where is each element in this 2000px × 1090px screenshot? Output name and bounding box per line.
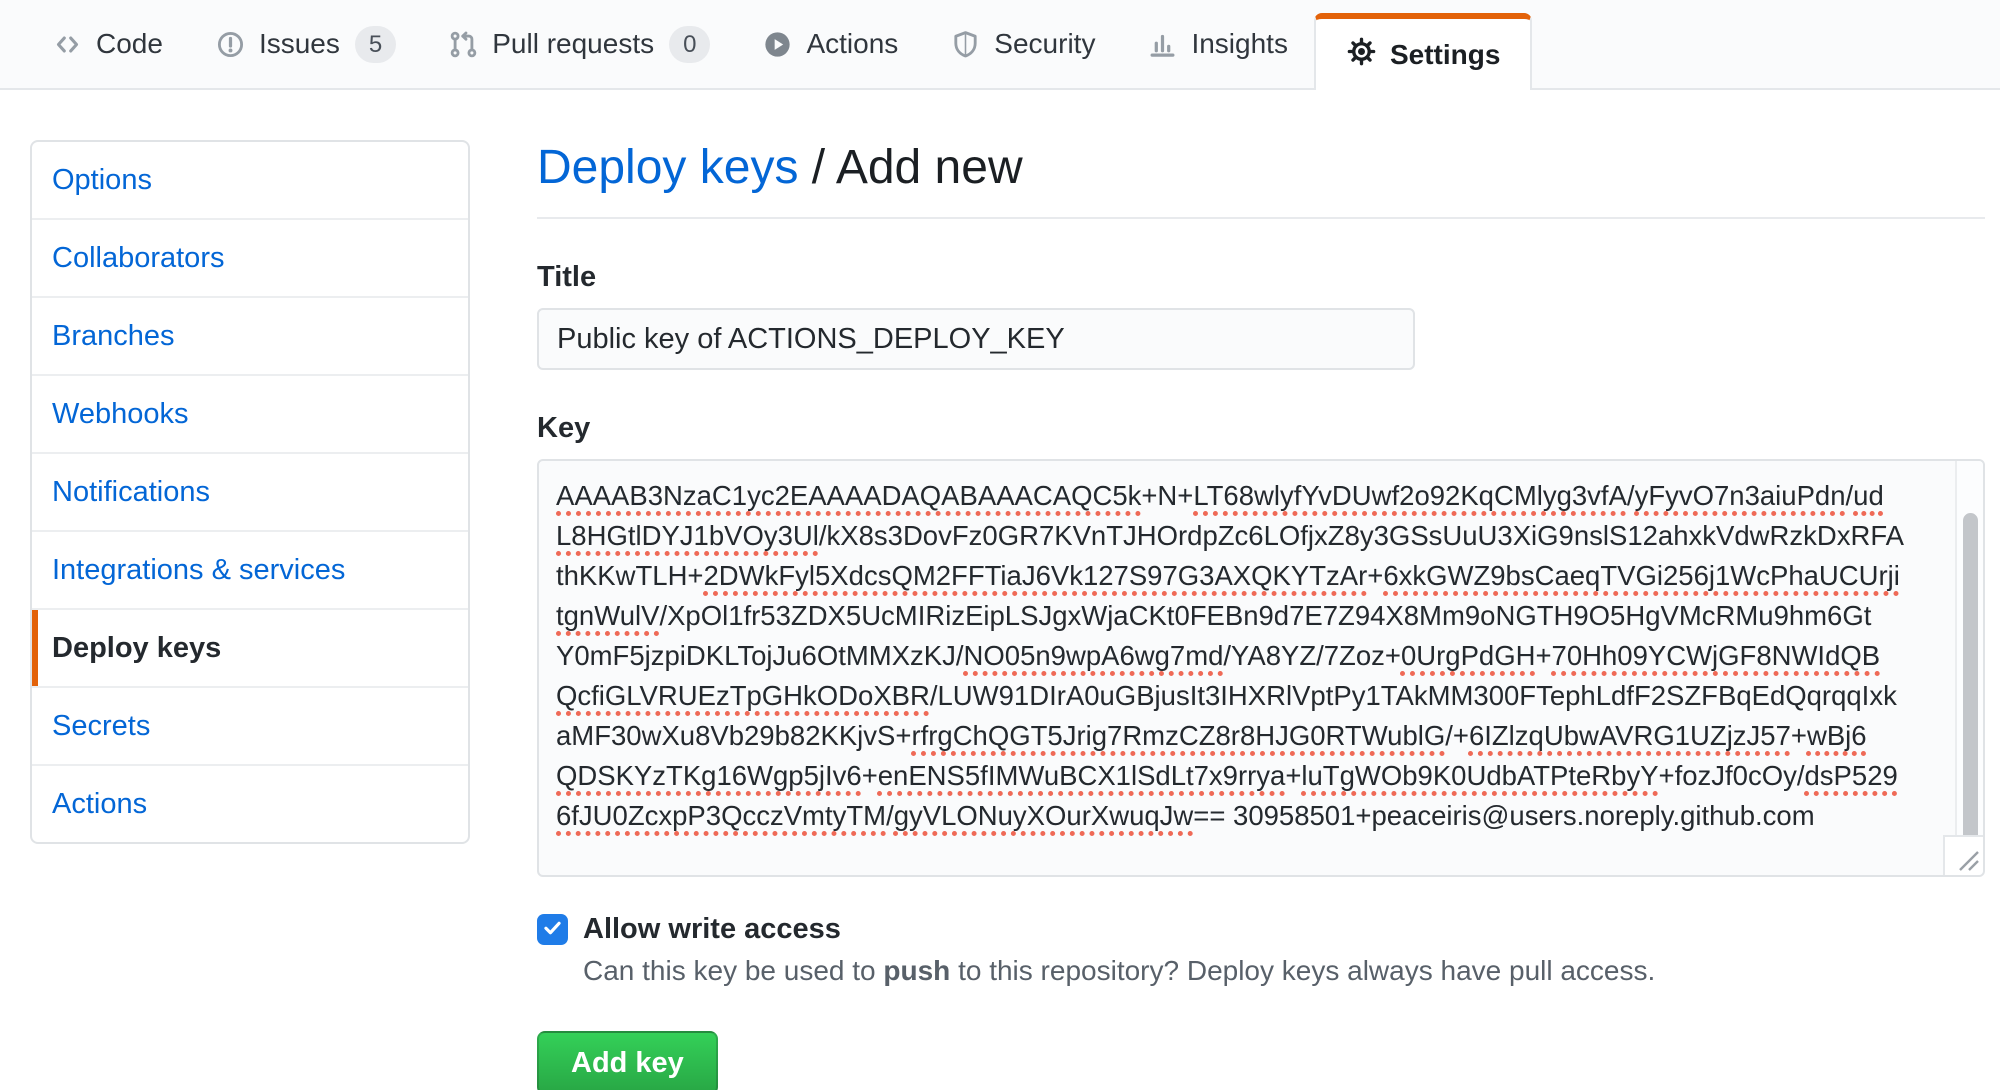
tab-settings[interactable]: Settings xyxy=(1313,13,1533,90)
tab-pull-requests[interactable]: Pull requests 0 xyxy=(422,25,736,63)
graph-icon xyxy=(1147,29,1178,60)
tab-issues-label: Issues xyxy=(258,28,340,59)
sidebar-item-actions[interactable]: Actions xyxy=(32,764,468,842)
tab-security-label: Security xyxy=(994,28,1096,59)
settings-layout: Options Collaborators Branches Webhooks … xyxy=(0,90,2000,1090)
title-field-label: Title xyxy=(537,261,597,293)
sidebar-item-notifications[interactable]: Notifications xyxy=(32,452,468,530)
issues-count-badge: 5 xyxy=(354,25,397,63)
sidebar-item-collaborators[interactable]: Collaborators xyxy=(32,218,468,296)
allow-write-access-label[interactable]: Allow write access xyxy=(583,913,841,945)
tab-code-label: Code xyxy=(96,28,163,59)
key-scrollbar-thumb[interactable] xyxy=(1963,513,1978,843)
sidebar-item-integrations-services[interactable]: Integrations & services xyxy=(32,530,468,608)
sidebar-item-options[interactable]: Options xyxy=(52,164,152,196)
key-field-label: Key xyxy=(537,412,591,444)
breadcrumb: Deploy keys / Add new xyxy=(537,140,1985,219)
tab-actions-label: Actions xyxy=(806,28,899,59)
page-title: Add new xyxy=(835,141,1023,194)
deploy-key-form: Deploy keys / Add new Title Key AAAAB3Nz… xyxy=(537,140,1985,1090)
allow-write-access-checkbox[interactable] xyxy=(537,914,568,945)
description-suffix: to this repository? Deploy keys always h… xyxy=(950,955,1656,986)
add-key-button[interactable]: Add key xyxy=(537,1031,718,1090)
sidebar-item-webhooks[interactable]: Webhooks xyxy=(32,374,468,452)
issue-icon xyxy=(215,29,246,60)
tab-issues[interactable]: Issues 5 xyxy=(189,25,422,63)
checkmark-icon xyxy=(542,917,563,943)
repo-nav: Code Issues 5 Pull requests 0 Actions xyxy=(0,0,2000,90)
shield-icon xyxy=(950,29,981,60)
description-push-word: push xyxy=(883,955,951,986)
sidebar-item-branches[interactable]: Branches xyxy=(32,296,468,374)
code-icon xyxy=(52,29,83,60)
sidebar-item-deploy-keys[interactable]: Deploy keys xyxy=(32,608,468,686)
settings-sidebar: Options Collaborators Branches Webhooks … xyxy=(30,140,470,844)
sidebar-item-secrets[interactable]: Secrets xyxy=(32,686,468,764)
play-icon xyxy=(762,29,793,60)
key-scrollbar-track[interactable] xyxy=(1955,461,1983,875)
gear-icon xyxy=(1346,36,1377,74)
tab-insights[interactable]: Insights xyxy=(1121,28,1314,60)
key-textarea[interactable]: AAAAB3NzaC1yc2EAAAADAQABAAACAQC5k+N+LT68… xyxy=(537,459,1985,877)
tab-settings-label: Settings xyxy=(1389,38,1501,70)
key-text: AAAAB3NzaC1yc2EAAAADAQABAAACAQC5k+N+LT68… xyxy=(556,480,1904,831)
pull-request-icon xyxy=(448,29,479,60)
breadcrumb-deploy-keys-link[interactable]: Deploy keys xyxy=(537,141,799,194)
tab-actions[interactable]: Actions xyxy=(736,28,924,60)
allow-write-access-row: Allow write access xyxy=(537,913,1985,946)
write-access-description: Can this key be used to push to this rep… xyxy=(583,955,1985,987)
description-prefix: Can this key be used to xyxy=(583,955,884,986)
title-input[interactable] xyxy=(537,308,1415,370)
textarea-resize-handle[interactable] xyxy=(1943,835,1983,875)
tab-code[interactable]: Code xyxy=(26,28,189,60)
tab-pull-requests-label: Pull requests xyxy=(492,28,655,59)
breadcrumb-separator: / xyxy=(798,141,836,194)
tab-security[interactable]: Security xyxy=(924,28,1121,60)
pull-requests-count-badge: 0 xyxy=(669,25,711,63)
tab-insights-label: Insights xyxy=(1191,28,1288,59)
